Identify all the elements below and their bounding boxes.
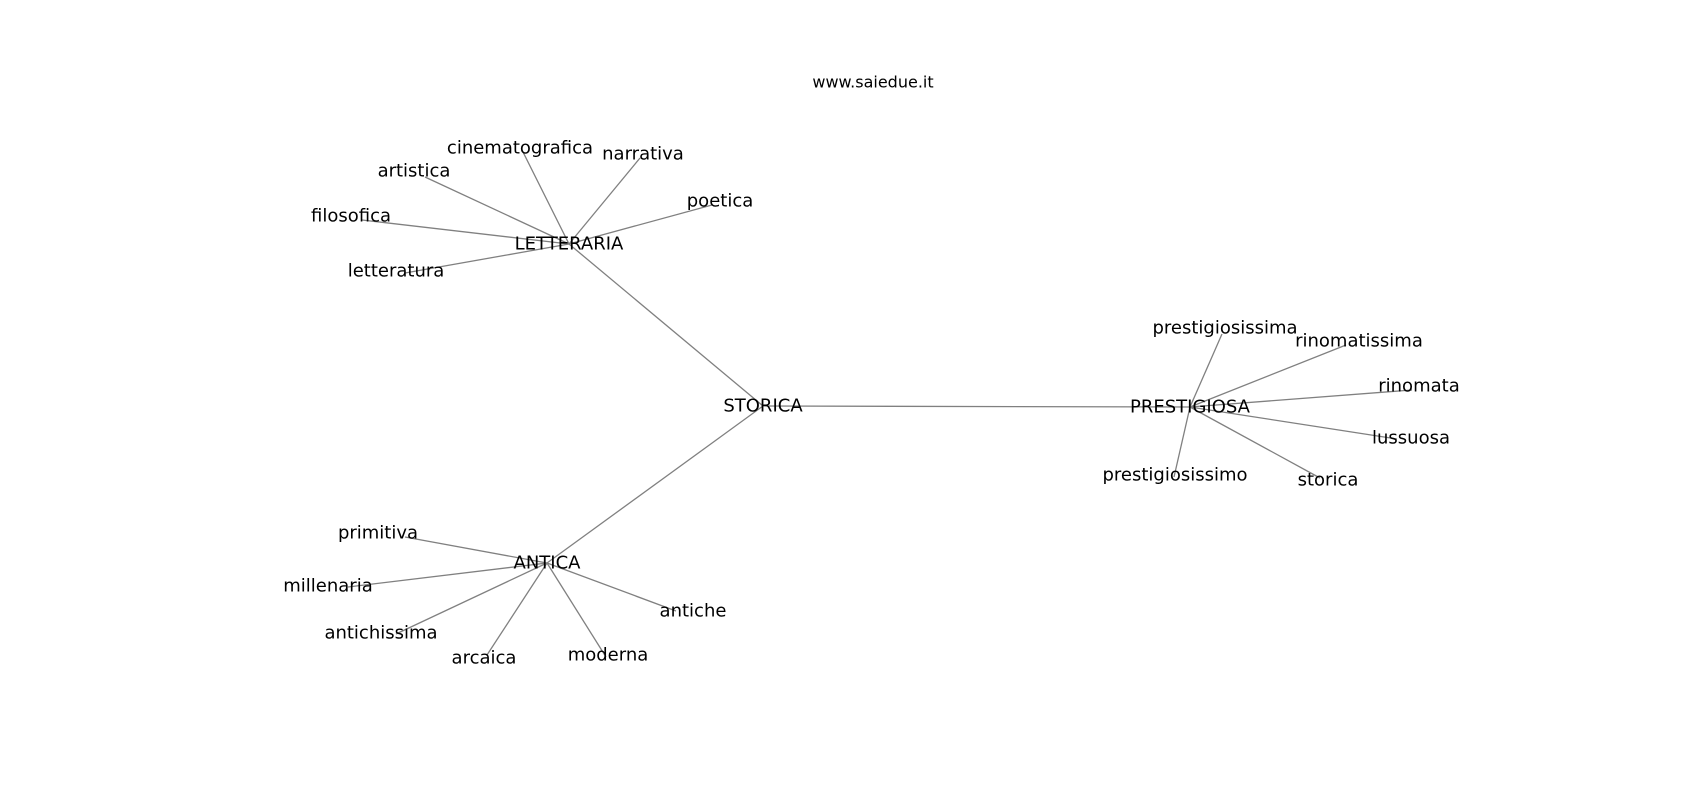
edge-letteraria-poetica bbox=[568, 204, 713, 245]
labels: www.saiedue.it STORICA LETTERARIA cinemato… bbox=[283, 73, 1459, 669]
node-antichissima: antichissima bbox=[324, 623, 437, 644]
edge-prestigiosa-storica bbox=[1189, 406, 1321, 479]
node-antiche: antiche bbox=[660, 601, 727, 622]
edges bbox=[347, 151, 1413, 658]
edge-storica-antica bbox=[546, 405, 764, 564]
edge-antica-antiche bbox=[546, 562, 677, 612]
edge-letteraria-artistica bbox=[424, 176, 570, 245]
edge-letteraria-cinematografica bbox=[522, 151, 570, 245]
edge-prestigiosa-prestigiosissima bbox=[1189, 333, 1223, 408]
edge-letteraria-narrativa bbox=[568, 157, 641, 245]
node-filosofica: filosofica bbox=[311, 206, 391, 227]
edge-antica-arcaica bbox=[486, 562, 548, 656]
edge-letteraria-filosofica bbox=[361, 219, 570, 245]
node-rinomatissima: rinomatissima bbox=[1295, 331, 1423, 352]
node-primitiva: primitiva bbox=[338, 523, 418, 544]
node-letteraria: LETTERARIA bbox=[515, 234, 624, 255]
node-rinomata: rinomata bbox=[1378, 376, 1459, 397]
edge-prestigiosa-prestigiosissimo bbox=[1173, 406, 1191, 478]
node-letteratura: letteratura bbox=[348, 261, 445, 282]
node-prestigiosa: PRESTIGIOSA bbox=[1130, 397, 1251, 418]
node-storica: STORICA bbox=[723, 396, 803, 417]
node-storica: storica bbox=[1298, 470, 1359, 491]
node-millenaria: millenaria bbox=[283, 576, 372, 597]
edge-antica-primitiva bbox=[404, 536, 548, 564]
node-prestigiosissimo: prestigiosissimo bbox=[1102, 465, 1247, 486]
node-cinematografica: cinematografica bbox=[447, 138, 593, 159]
edge-prestigiosa-rinomata bbox=[1189, 389, 1413, 408]
edge-antica-antichissima bbox=[395, 562, 548, 635]
edge-storica-letteraria bbox=[568, 243, 764, 407]
edge-letteraria-letteratura bbox=[404, 243, 570, 274]
edge-prestigiosa-lussuosa bbox=[1189, 406, 1398, 440]
site-watermark: www.saiedue.it bbox=[812, 73, 933, 92]
node-lussuosa: lussuosa bbox=[1372, 428, 1450, 449]
node-poetica: poetica bbox=[687, 191, 754, 212]
node-antica: ANTICA bbox=[514, 553, 582, 574]
node-narrativa: narrativa bbox=[602, 144, 684, 165]
node-artistica: artistica bbox=[378, 161, 451, 182]
node-moderna: moderna bbox=[568, 645, 649, 666]
edge-antica-millenaria bbox=[347, 562, 548, 588]
edge-antica-moderna bbox=[546, 562, 607, 658]
edge-prestigiosa-rinomatissima bbox=[1189, 344, 1347, 408]
node-arcaica: arcaica bbox=[452, 648, 517, 669]
edge-storica-prestigiosa bbox=[762, 405, 1191, 408]
node-prestigiosissima: prestigiosissima bbox=[1152, 318, 1297, 339]
